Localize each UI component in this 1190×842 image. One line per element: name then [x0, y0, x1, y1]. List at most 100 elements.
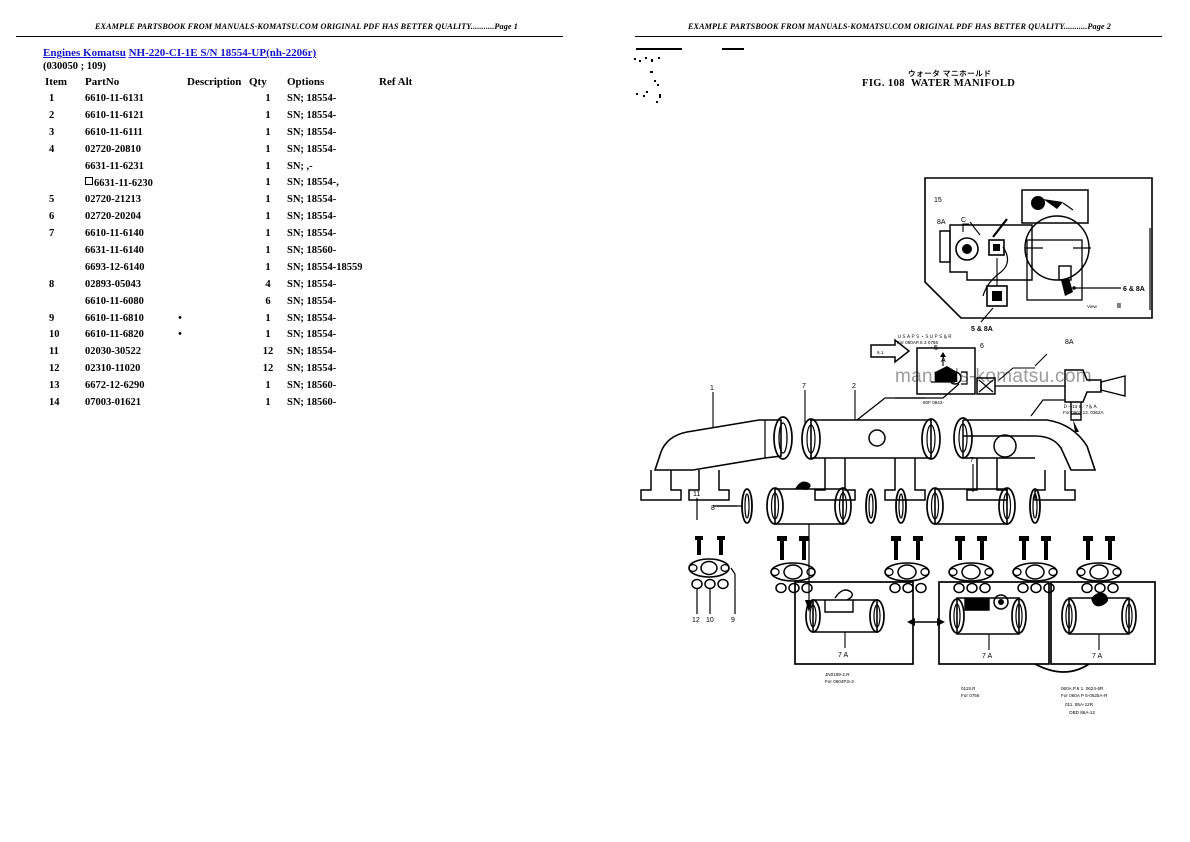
cell-options: SN; 18554-18559: [287, 261, 363, 273]
callout-arrow-label: 6.1: [877, 350, 884, 355]
cell-item: [41, 245, 85, 262]
cell-options: SN; 18554-: [287, 228, 337, 240]
cell-mark: [173, 346, 187, 363]
cell-partno: 6631-11-6230: [85, 177, 173, 194]
cell-qty: 12: [262, 346, 274, 358]
cell-mark: [173, 127, 187, 144]
cell-qty: 6: [265, 295, 271, 307]
callout-inset-8a: 8A: [937, 219, 946, 226]
cell-partno: 6610-11-6111: [85, 126, 143, 138]
cell-options: SN; 18554-,: [287, 177, 339, 189]
cell-options: SN; 18554-: [287, 194, 337, 206]
figure-number: FIG. 108: [862, 78, 905, 89]
cell-mark: •: [178, 329, 182, 341]
cell-qty: 1: [265, 211, 271, 223]
cell-description: [187, 279, 249, 296]
column-header-options: Options: [287, 76, 325, 88]
callout-main-1: 1: [710, 385, 714, 392]
cell-item: 13: [49, 380, 60, 392]
cell-partno: 6610-11-6820: [85, 329, 144, 341]
left-header-text: EXAMPLE PARTSBOOK FROM MANUALS-KOMATSU.C…: [94, 22, 518, 31]
cell-qty: 1: [265, 177, 271, 189]
cell-refalt: [379, 346, 439, 363]
cell-mark: [173, 194, 187, 211]
note-box3-line4: OBD 86A-12: [1069, 710, 1095, 715]
callout-view-number: II: [1117, 303, 1121, 310]
cell-mark: [173, 296, 187, 313]
cell-description: [187, 329, 249, 346]
callout-main-7b: 7: [970, 457, 974, 464]
cell-qty: 1: [265, 397, 271, 409]
cell-partno: 02720-20810: [85, 143, 141, 155]
cell-description: [187, 93, 249, 110]
cell-mark: [173, 144, 187, 161]
cell-item: 8: [49, 278, 55, 290]
cell-mark: [173, 245, 187, 262]
cell-description: [187, 110, 249, 127]
cell-refalt: [379, 127, 439, 144]
subgroup-code: (030050 ; 109): [43, 61, 106, 72]
cell-refalt: [379, 211, 439, 228]
column-header-refalt: Ref Alt: [379, 76, 413, 88]
table-row[interactable]: 6631-11-6230 1 SN; 18554-,: [41, 177, 439, 194]
cell-partno: 6631-11-6231: [85, 160, 144, 172]
cell-qty: 1: [265, 312, 271, 324]
cell-refalt: [379, 110, 439, 127]
cell-description: [187, 245, 249, 262]
cell-description: [187, 177, 249, 194]
cell-item: 4: [49, 143, 55, 155]
breadcrumb-group-link[interactable]: Engines Komatsu: [43, 47, 126, 59]
cell-refalt: [379, 397, 439, 414]
figure-title-english: WATER MANIFOLD: [910, 78, 1016, 89]
cell-description: [187, 380, 249, 397]
column-header-qty: Qty: [249, 76, 267, 88]
cell-refalt: [379, 313, 439, 330]
cell-mark: •: [178, 312, 182, 324]
cell-partno: 6631-11-6140: [85, 245, 144, 257]
cell-description: [187, 161, 249, 178]
square-marker-icon: [85, 177, 93, 186]
cell-options: SN; 18554-: [287, 93, 337, 104]
callout-inset-5-8a: 5 & 8A: [971, 326, 993, 333]
right-header-text: EXAMPLE PARTSBOOK FROM MANUALS-KOMATSU.C…: [687, 22, 1111, 31]
callout-main-7: 7: [802, 383, 806, 390]
cell-item: 1: [49, 93, 55, 104]
cell-partno: 02893-05043: [85, 278, 141, 290]
figure-title-block: ウォータ マニホールド FIG. 108 WATER MANIFOLD: [862, 69, 1016, 89]
cell-description: [187, 346, 249, 363]
cell-mark: [173, 177, 187, 194]
cell-description: [187, 194, 249, 211]
breadcrumb-model-link[interactable]: NH-220-CI-1E S/N 18554-UP(nh-2206r): [128, 47, 317, 59]
cell-item: 2: [49, 109, 55, 121]
note-box2-line1: 0115.R: [961, 686, 976, 691]
cell-options: SN; 18560-: [287, 397, 337, 409]
note-box3-line2: For 060A P 5-0625A-R: [1061, 693, 1108, 698]
note-box3-line1: 060A.P.6 1. 0624-6R: [1061, 686, 1104, 691]
cell-item: 10: [49, 329, 60, 341]
cell-description: [187, 313, 249, 330]
cell-item: 12: [49, 363, 60, 375]
cell-description: [187, 228, 249, 245]
column-header-description: Description: [187, 76, 242, 88]
callout-main-5: 5: [934, 345, 938, 352]
cell-partno: 02720-20204: [85, 211, 141, 223]
cell-qty: 1: [265, 109, 271, 121]
